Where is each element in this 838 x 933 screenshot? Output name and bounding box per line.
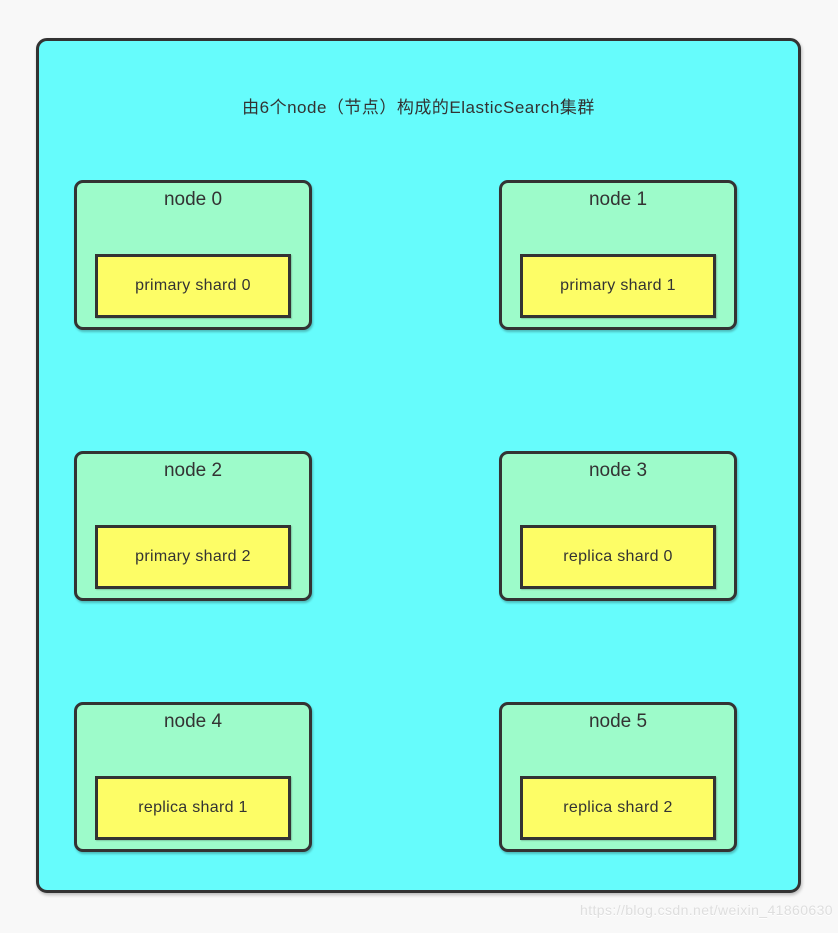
node-4-label: node 4 [163, 711, 223, 732]
shard-box-primary-0: primary shard 0 [95, 254, 291, 318]
shard-box-primary-2: primary shard 2 [95, 525, 291, 589]
node-box-0: node 0 primary shard 0 [74, 180, 312, 330]
node-box-3: node 3 replica shard 0 [499, 451, 737, 601]
watermark-text: https://blog.csdn.net/weixin_41860630 [580, 902, 833, 918]
node-box-2: node 2 primary shard 2 [74, 451, 312, 601]
shard-label: replica shard 2 [563, 799, 673, 816]
node-1-label: node 1 [588, 189, 648, 210]
node-box-1: node 1 primary shard 1 [499, 180, 737, 330]
shard-box-replica-2: replica shard 2 [520, 776, 716, 840]
node-3-label: node 3 [588, 460, 648, 481]
shard-label: primary shard 0 [135, 277, 251, 294]
cluster-title: 由6个node（节点）构成的ElasticSearch集群 [242, 98, 595, 117]
cluster-container: 由6个node（节点）构成的ElasticSearch集群 node 0 pri… [36, 38, 801, 893]
node-0-label: node 0 [163, 189, 223, 210]
node-2-label: node 2 [163, 460, 223, 481]
shard-label: primary shard 2 [135, 548, 251, 565]
shard-label: primary shard 1 [560, 277, 676, 294]
node-5-label: node 5 [588, 711, 648, 732]
shard-box-replica-1: replica shard 1 [95, 776, 291, 840]
node-box-5: node 5 replica shard 2 [499, 702, 737, 852]
shard-box-replica-0: replica shard 0 [520, 525, 716, 589]
shard-label: replica shard 1 [138, 799, 248, 816]
shard-box-primary-1: primary shard 1 [520, 254, 716, 318]
node-box-4: node 4 replica shard 1 [74, 702, 312, 852]
shard-label: replica shard 0 [563, 548, 673, 565]
